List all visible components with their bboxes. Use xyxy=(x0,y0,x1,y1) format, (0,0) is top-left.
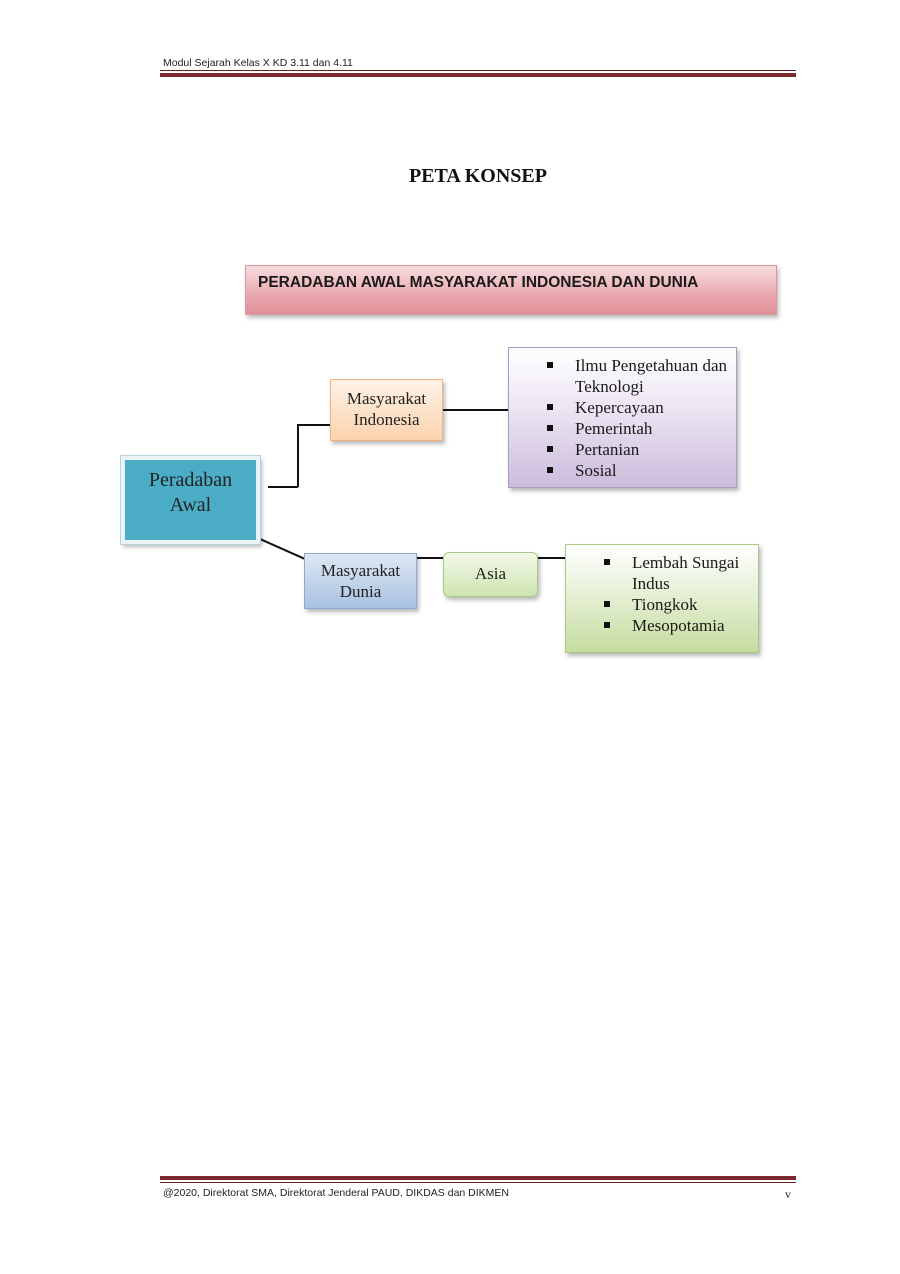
footer-rule-thin xyxy=(160,1182,796,1183)
indonesia-topic-item: Pertanian xyxy=(547,439,736,460)
indonesia-topics-box: Ilmu Pengetahuan dan Teknologi Kepercaya… xyxy=(508,347,737,488)
header-rule-thick xyxy=(160,73,796,77)
connector-to-indonesia xyxy=(297,424,331,426)
header-rule-thin xyxy=(160,70,796,71)
connector-root-v xyxy=(297,424,299,487)
header-text: Modul Sejarah Kelas X KD 3.11 dan 4.11 xyxy=(163,57,353,69)
indonesia-topic-item: Kepercayaan xyxy=(547,397,736,418)
connector-indonesia-topics xyxy=(443,409,509,411)
node-peradaban-awal: Peradaban Awal xyxy=(120,455,261,545)
node-masyarakat-indonesia: Masyarakat Indonesia xyxy=(330,379,443,441)
node-dunia-line2: Dunia xyxy=(339,582,382,601)
asia-topic-item: Tiongkok xyxy=(604,594,758,615)
indonesia-topic-item: Sosial xyxy=(547,460,736,481)
node-indonesia-line1: Masyarakat xyxy=(346,389,427,408)
footer-text: @2020, Direktorat SMA, Direktorat Jender… xyxy=(163,1187,510,1199)
node-root-line2: Awal xyxy=(169,494,212,516)
page-number: v xyxy=(785,1187,791,1201)
asia-topic-item: Lembah Sungai Indus xyxy=(604,552,762,594)
node-masyarakat-dunia: Masyarakat Dunia xyxy=(304,553,417,609)
node-asia: Asia xyxy=(443,552,538,597)
connector-dunia-asia xyxy=(417,557,444,559)
connector-root-h xyxy=(268,486,298,488)
indonesia-topic-item: Pemerintah xyxy=(547,418,736,439)
indonesia-topics-list: Ilmu Pengetahuan dan Teknologi Kepercaya… xyxy=(547,355,736,481)
asia-topics-list: Lembah Sungai Indus Tiongkok Mesopotamia xyxy=(604,552,758,636)
node-indonesia-line2: Indonesia xyxy=(353,410,420,429)
node-dunia-line1: Masyarakat xyxy=(320,561,401,580)
footer-rule-thick xyxy=(160,1176,796,1180)
indonesia-topic-item: Ilmu Pengetahuan dan Teknologi xyxy=(547,355,735,397)
connector-asia-topics xyxy=(538,557,566,559)
asia-topics-box: Lembah Sungai Indus Tiongkok Mesopotamia xyxy=(565,544,759,653)
page-title: PETA KONSEP xyxy=(409,165,547,187)
node-root-line1: Peradaban xyxy=(148,469,233,491)
concept-map-banner: PERADABAN AWAL MASYARAKAT INDONESIA DAN … xyxy=(245,265,777,315)
asia-topic-item: Mesopotamia xyxy=(604,615,758,636)
